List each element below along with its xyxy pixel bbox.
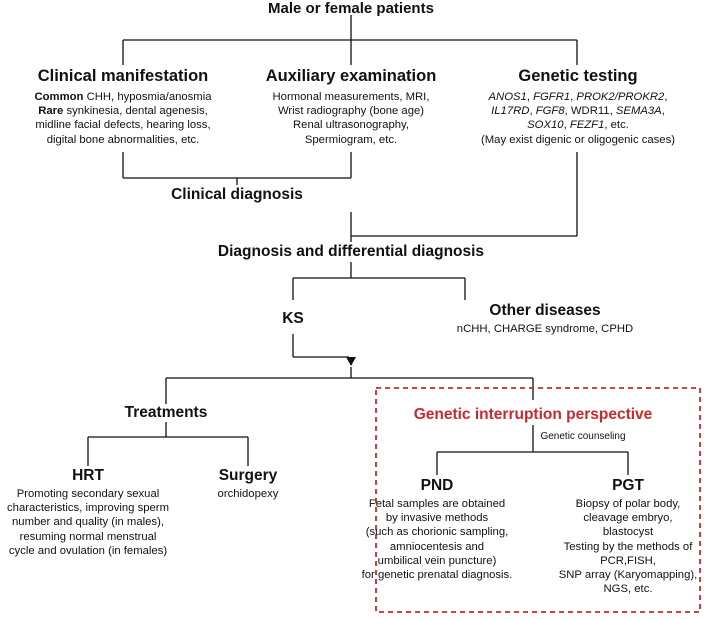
clinical-diagnosis-label: Clinical diagnosis [171,186,303,203]
pnd-line: umbilical vein puncture) [377,554,497,567]
pgt-line: Biopsy of polar body, [575,498,681,510]
gene-sox10: SOX10 [527,119,564,132]
pnd-line: amniocentesis and [389,540,485,553]
hrt-box: HRT Promoting secondary sexual character… [0,467,176,558]
genetic-counseling-label: Genetic counseling [540,431,626,442]
auxiliary-line: Spermiogram, etc. [304,133,398,146]
surgery-title: Surgery [218,467,278,484]
hrt-line: resuming normal menstrual [19,530,157,543]
top-title: Male or female patients [268,0,434,17]
common-text: CHH, hyposmia/anosmia [83,91,212,103]
rare-text: synkinesia, dental agenesis, [63,105,208,118]
pgt-line: NGS, etc. [603,583,653,596]
pnd-text: Fetal samples are obtained by invasive m… [352,497,522,582]
auxiliary-examination-box: Auxiliary examination Hormonal measureme… [236,67,466,147]
genetic-testing-text: ANOS1, FGFR1, PROK2/PROKR2, IL17RD, FGF8… [462,90,694,147]
pnd-box: PND Fetal samples are obtained by invasi… [352,477,522,582]
genetic-interruption-title: Genetic interruption perspective [413,406,653,423]
hrt-title: HRT [72,467,104,484]
treatments-label: Treatments [124,404,208,421]
pnd-title: PND [420,477,454,494]
genetic-testing-note: (May exist digenic or oligogenic cases) [480,133,676,146]
pgt-line: Testing by the methods of [563,540,693,553]
pgt-line: PCR,FISH, [600,554,656,567]
auxiliary-examination-title: Auxiliary examination [265,67,437,85]
auxiliary-line: Hormonal measurements, MRI, [272,91,430,103]
pnd-line: by invasive methods [385,512,489,525]
genetic-testing-title: Genetic testing [518,67,638,85]
gene-sema3a: SEMA3A [615,105,662,118]
pgt-line: cleavage embryo, [583,512,673,525]
genetic-interruption-border [375,387,701,613]
gene-fezf1: FEZF1 [569,119,605,132]
differential-diagnosis-label: Diagnosis and differential diagnosis [217,243,485,260]
gene-prok2-prokr2: PROK2/PROKR2 [576,91,665,103]
gene-fgfr1: FGFR1 [533,91,571,103]
genetic-testing-box: Genetic testing ANOS1, FGFR1, PROK2/PROK… [462,67,694,147]
auxiliary-examination-text: Hormonal measurements, MRI, Wrist radiog… [236,90,466,147]
hrt-line: cycle and ovulation (in females) [8,544,168,557]
clinical-manifestation-box: Clinical manifestation Common CHH, hypos… [8,67,238,147]
pnd-line: for genetic prenatal diagnosis. [361,569,513,582]
gene-il17rd: IL17RD [491,105,530,118]
hrt-line: number and quality (in males), [12,516,164,529]
pgt-text: Biopsy of polar body, cleavage embryo, b… [548,497,708,596]
other-diseases-title: Other diseases [489,302,601,319]
ks-label: KS [282,310,304,327]
gene-fgf8: FGF8 [535,105,565,118]
clinical-line-3: midline facial defects, hearing loss, [35,119,211,132]
auxiliary-line: Renal ultrasonography, [293,119,409,132]
clinical-manifestation-title: Clinical manifestation [37,67,209,85]
pgt-box: PGT Biopsy of polar body, cleavage embry… [548,477,708,596]
pnd-line: (such as chorionic sampling, [365,526,509,539]
gene-wdr11: WDR11 [570,105,610,118]
gene-anos1: ANOS1 [488,91,527,103]
pgt-title: PGT [612,477,644,494]
hrt-line: Promoting secondary sexual [16,488,160,500]
hrt-text: Promoting secondary sexual characteristi… [0,487,176,558]
auxiliary-line: Wrist radiography (bone age) [277,105,425,118]
clinical-manifestation-text: Common CHH, hyposmia/anosmia Rare synkin… [8,90,238,147]
rare-label: Rare [38,105,64,118]
hrt-line: characteristics, improving sperm [7,502,169,515]
clinical-line-4: digital bone abnormalities, etc. [46,133,200,146]
common-label: Common [34,91,84,103]
other-diseases-box: Other diseases nCHH, CHARGE syndrome, CP… [425,302,665,336]
pgt-line: blastocyst [602,526,654,539]
pnd-line: Fetal samples are obtained [368,498,506,510]
surgery-text: orchidopexy [217,488,279,500]
pgt-line: SNP array (Karyomapping), [558,569,698,582]
other-diseases-text: nCHH, CHARGE syndrome, CPHD [456,323,634,335]
surgery-box: Surgery orchidopexy [198,467,298,501]
